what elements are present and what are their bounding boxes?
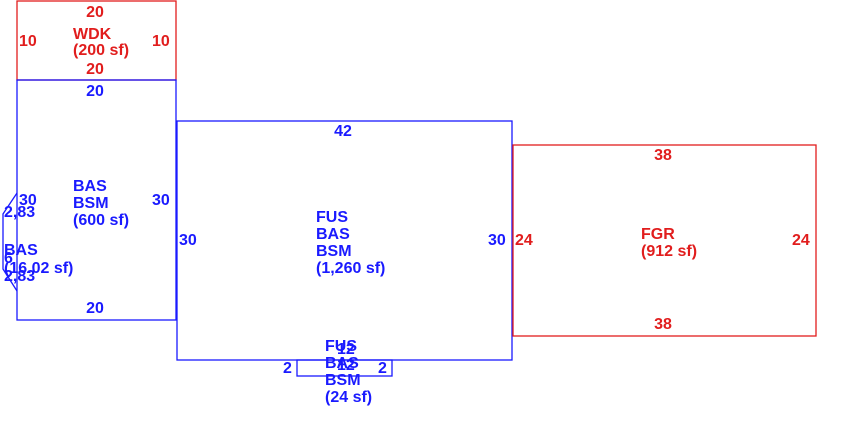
small-right-dim: 2 [378, 360, 387, 377]
bay-lower-dim: 2,83 [4, 268, 35, 285]
fgr-outline [512, 144, 817, 337]
wdk-bottom-dim: 20 [86, 61, 104, 78]
bas-left-name2: BSM [73, 195, 109, 212]
wdk-left-dim: 10 [19, 33, 37, 50]
wdk-right-dim: 10 [152, 33, 170, 50]
bay-upper-dim: 2,83 [4, 204, 35, 221]
main-name1: FUS [316, 209, 348, 226]
wdk-name: WDK [73, 26, 112, 43]
fgr-area: (912 sf) [641, 243, 697, 260]
main-name3: BSM [316, 243, 352, 260]
bay-mid-dim: 6 [4, 250, 13, 267]
small-left-dim: 2 [283, 360, 292, 377]
bas-left-right-dim: 30 [152, 192, 170, 209]
bas-left-name1: BAS [73, 178, 107, 195]
fgr-top-dim: 38 [654, 147, 672, 164]
fgr-left-dim: 24 [515, 232, 533, 249]
fgr-name: FGR [641, 226, 675, 243]
fgr-bottom-dim: 38 [654, 316, 672, 333]
small-bottom-dim: 12 [337, 357, 355, 374]
bas-left-area: (600 sf) [73, 212, 129, 229]
bas-left-left-dim: 30 [19, 192, 37, 209]
main-top-dim: 42 [334, 123, 352, 140]
small-bumpout-outline [296, 359, 393, 377]
bay-name: BAS [4, 242, 38, 259]
bas-bsm-left-outline [16, 79, 177, 321]
bas-left-top-dim: 20 [86, 83, 104, 100]
fgr-right-dim: 24 [792, 232, 810, 249]
main-area: (1,260 sf) [316, 260, 385, 277]
small-area: (24 sf) [325, 389, 372, 406]
bay-area: (16.02 sf) [4, 260, 73, 277]
main-name2: BAS [316, 226, 350, 243]
small-top-dim: 12 [337, 341, 355, 358]
bay-outline [2, 192, 18, 292]
wdk-top-dim: 20 [86, 4, 104, 21]
main-left-dim: 30 [179, 232, 197, 249]
small-name1: FUS [325, 338, 357, 355]
small-name3: BSM [325, 372, 361, 389]
bas-left-bottom-dim: 20 [86, 300, 104, 317]
main-right-dim: 30 [488, 232, 506, 249]
small-name2: BAS [325, 355, 359, 372]
wdk-area: (200 sf) [73, 42, 129, 59]
